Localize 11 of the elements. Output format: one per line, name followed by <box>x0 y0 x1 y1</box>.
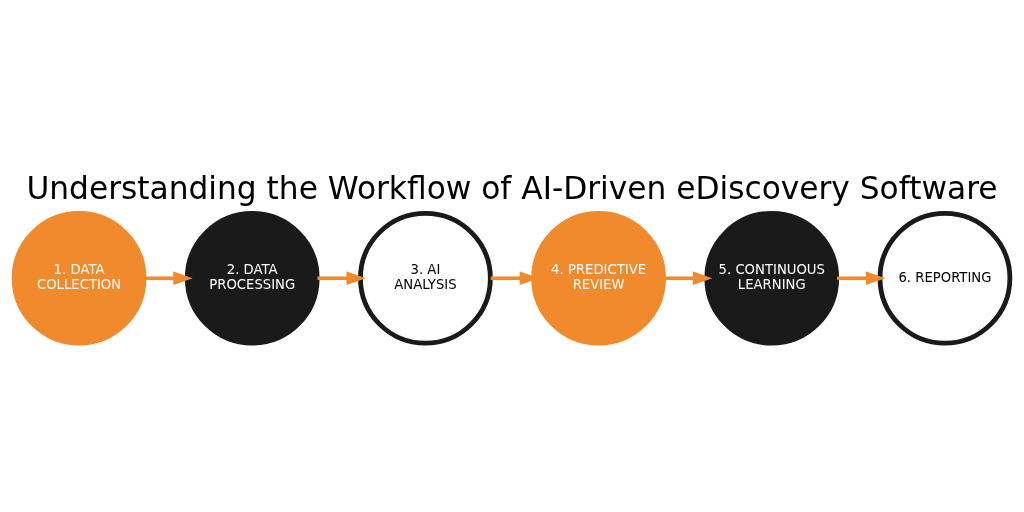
diagram-title: Understanding the Workflow of AI-Driven eDiscovery Software <box>26 169 998 206</box>
node-circle: 4. PREDICTIVE REVIEW <box>531 210 666 346</box>
node-circle: 6. REPORTING <box>877 210 1013 346</box>
arrow <box>317 271 366 285</box>
node-circle: 5. CONTINUOUS LEARNING <box>704 210 840 346</box>
arrow <box>837 271 886 285</box>
arrow <box>144 271 193 285</box>
node-circle: 1. DATA COLLECTION <box>11 210 147 346</box>
arrow <box>663 271 713 285</box>
node-circle: 3. AI ANALYSIS <box>358 210 493 346</box>
node-circle: 2. DATA PROCESSING <box>184 210 320 346</box>
